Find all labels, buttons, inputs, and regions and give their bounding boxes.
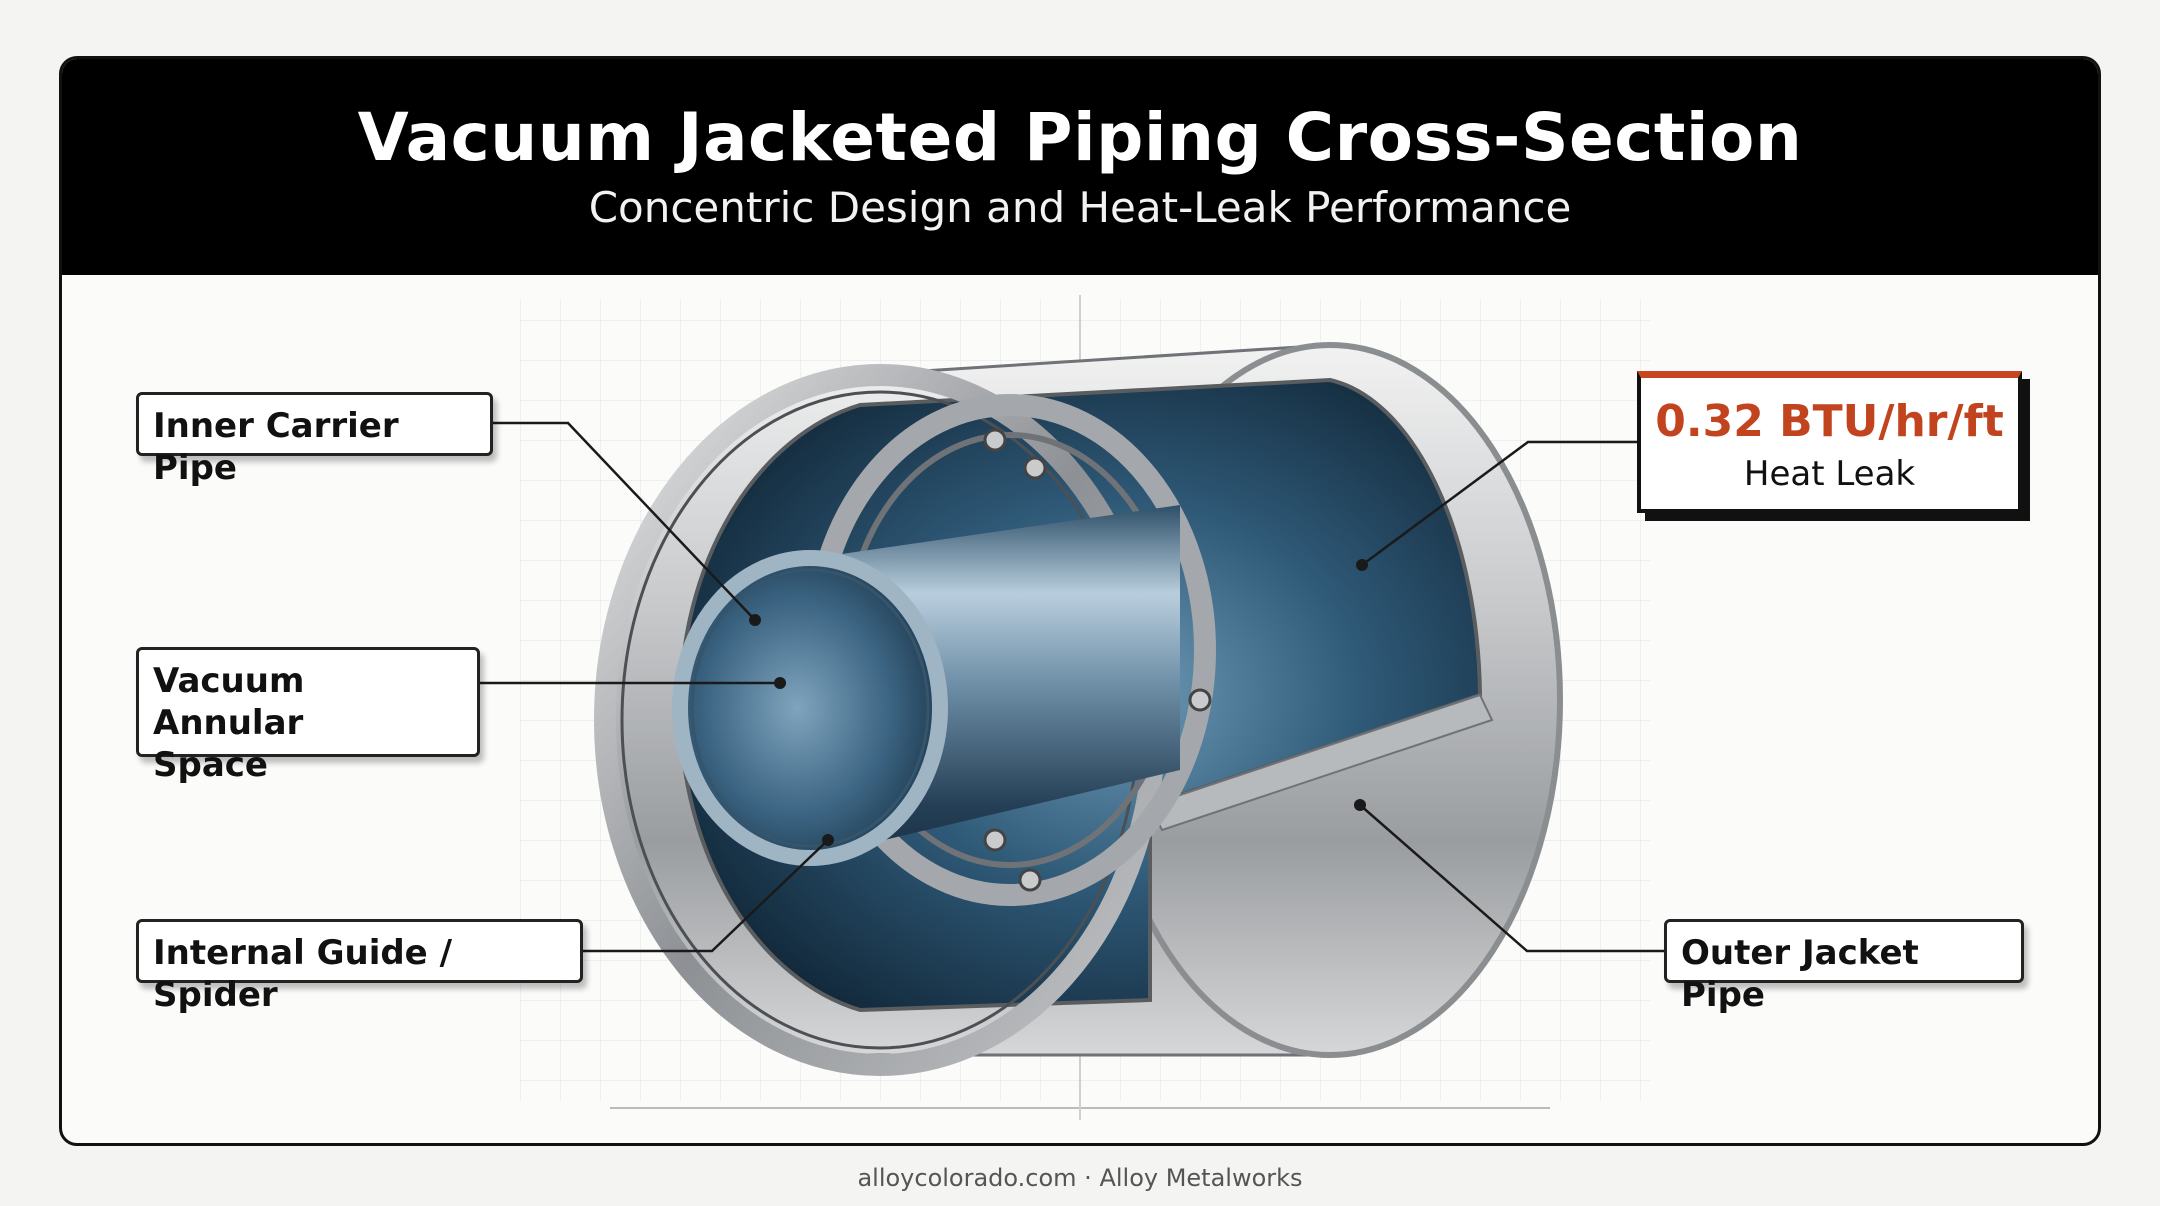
label-internal-guide-spider: Internal Guide / Spider	[136, 919, 583, 1015]
page-subtitle: Concentric Design and Heat-Leak Performa…	[588, 183, 1572, 232]
label-vacuum-annular-space: Vacuum Annular Space	[136, 647, 480, 785]
header-bar: Vacuum Jacketed Piping Cross-Section Con…	[62, 59, 2098, 275]
leader-internal-guide	[583, 839, 829, 953]
label-outer-jacket-pipe-text: Outer Jacket Pipe	[1681, 933, 1919, 1015]
label-inner-carrier-pipe: Inner Carrier Pipe	[136, 392, 493, 488]
heat-leak-value: 0.32 BTU/hr/ft	[1655, 396, 2004, 447]
leader-heat-leak	[1361, 440, 1637, 567]
label-inner-carrier-pipe-text: Inner Carrier Pipe	[153, 406, 399, 488]
page-title: Vacuum Jacketed Piping Cross-Section	[357, 99, 1803, 176]
heat-leak-label: Heat Leak	[1743, 454, 1916, 494]
leader-inner-carrier	[493, 421, 756, 621]
leader-outer-jacket	[1359, 804, 1664, 953]
footer-credit: alloycolorado.com · Alloy Metalworks	[857, 1164, 1303, 1192]
label-internal-guide-spider-text: Internal Guide / Spider	[153, 933, 452, 1015]
label-outer-jacket-pipe: Outer Jacket Pipe	[1664, 919, 2024, 1015]
heat-leak-callout: 0.32 BTU/hr/ft Heat Leak	[1637, 371, 2022, 513]
label-vacuum-annular-line1: Vacuum Annular	[153, 661, 305, 743]
inner-pipe-front-ring	[672, 550, 948, 866]
label-vacuum-annular-line2: Space	[153, 745, 268, 785]
